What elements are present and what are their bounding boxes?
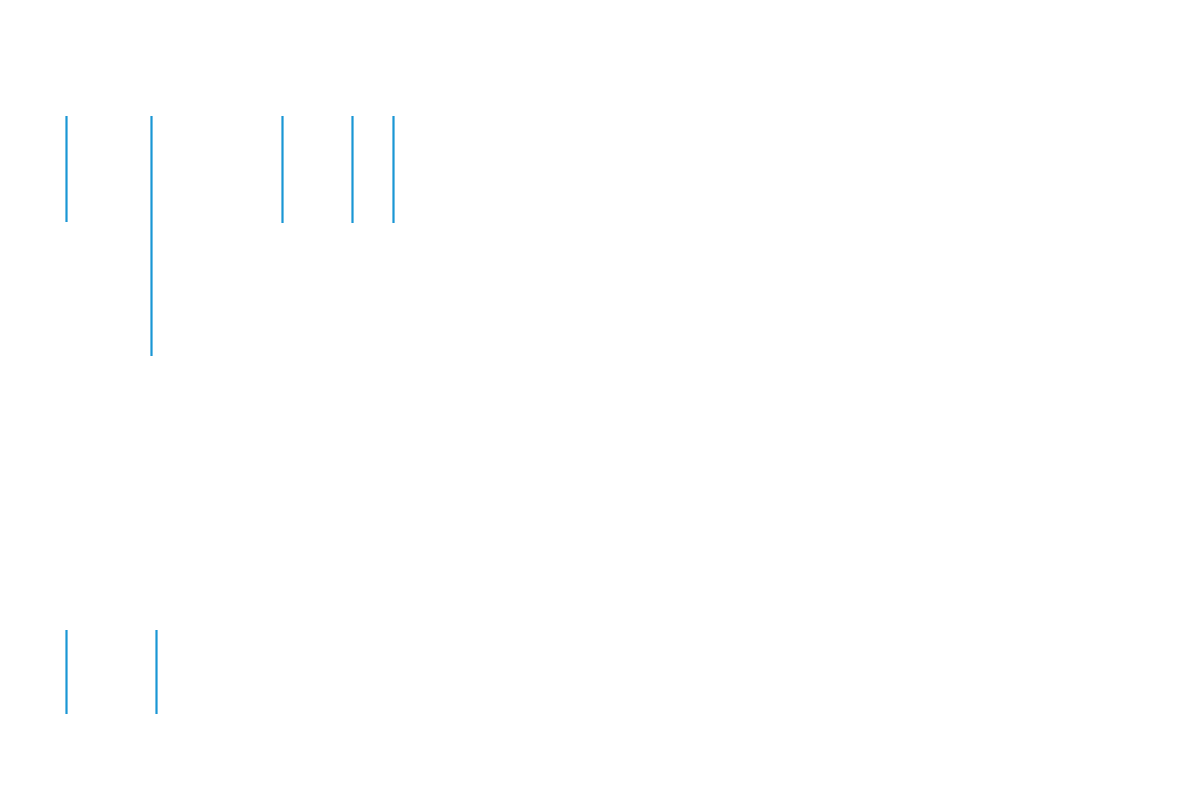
line-marks-canvas [0, 0, 1200, 792]
background [0, 0, 1200, 792]
